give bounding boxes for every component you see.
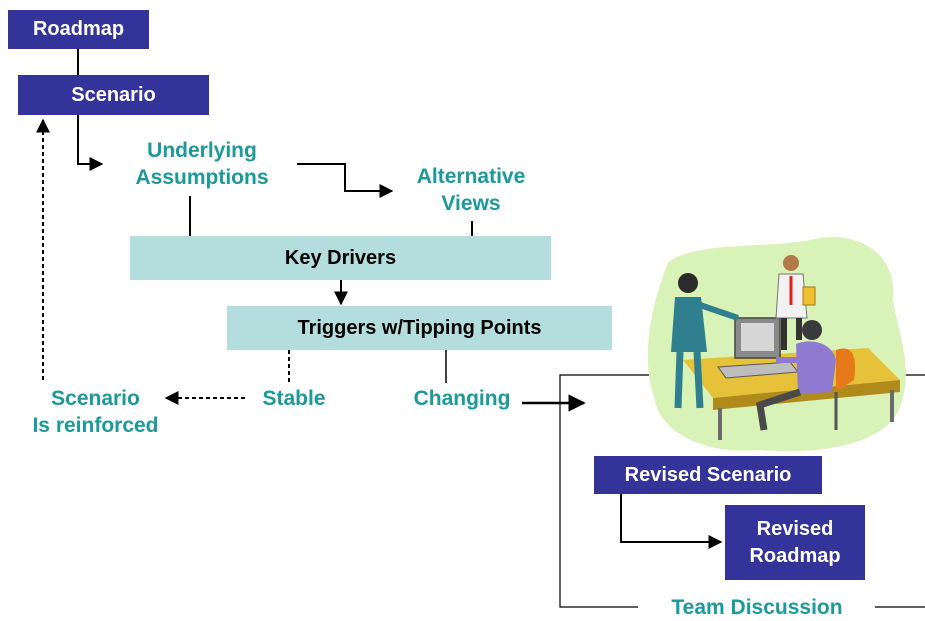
revised-scenario-to-roadmap-arrow [620,494,723,549]
alternative-views-label: Alternative Views [416,165,526,215]
stable-label: Stable [262,387,326,410]
roadmap-node: Roadmap [8,10,149,49]
scenario-to-assumptions-arrow [77,115,104,171]
team-at-computer-icon [647,237,906,452]
triggers-node: Triggers w/Tipping Points [227,306,612,350]
changing-label: Changing [413,387,511,410]
team-discussion-label: Team Discussion [671,596,843,619]
assumptions-to-views-arrow [297,163,394,198]
scenario-node: Scenario [18,75,209,115]
team-frame-left [559,374,653,608]
scenario-reinforced-label: Scenario Is reinforced [32,387,159,437]
underlying-assumptions-label: Underlying Assumptions [135,139,269,189]
revised-roadmap-node: Revised Roadmap [725,505,865,580]
key-drivers-node: Key Drivers [130,236,551,280]
revised-scenario-node: Revised Scenario [594,456,822,494]
